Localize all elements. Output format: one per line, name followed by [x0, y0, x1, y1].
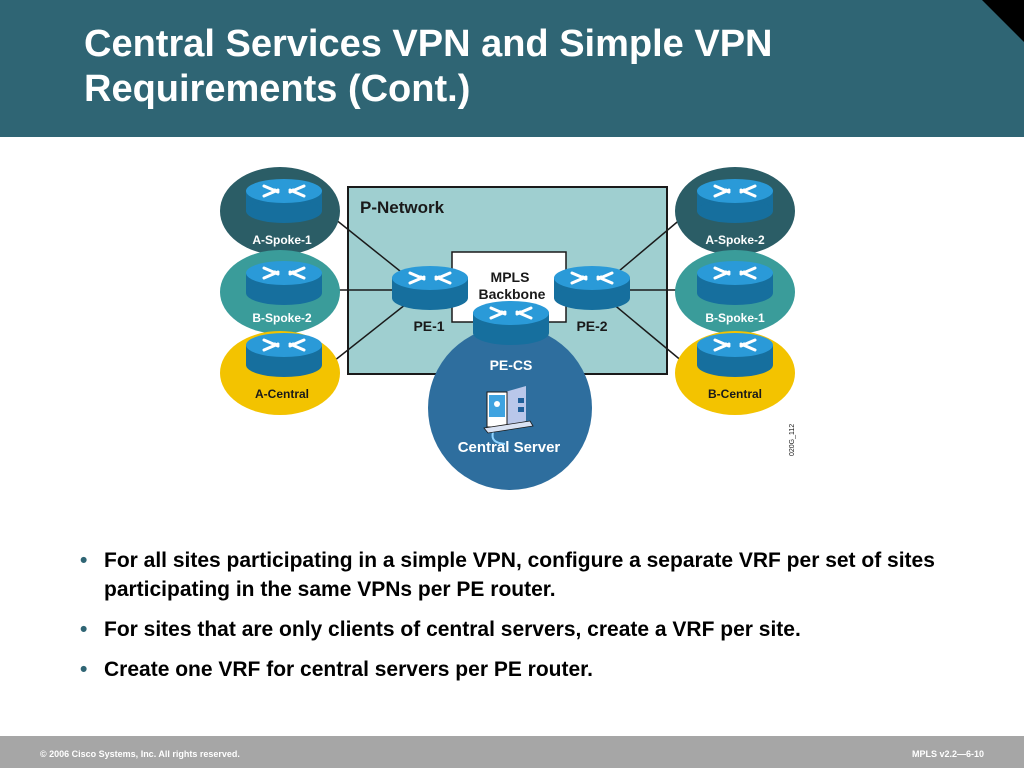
bullet-icon: •	[80, 549, 88, 572]
slide-title-line-1: Central Services VPN and Simple VPN	[84, 23, 773, 65]
figure-id: 020G_112	[789, 424, 796, 456]
title-bar: Central Services VPN and Simple VPN Requ…	[0, 0, 1024, 137]
backbone-label-line-2: Backbone	[479, 286, 546, 302]
router-icon	[244, 259, 324, 307]
p-network-label: P-Network	[360, 198, 445, 217]
pe1-label: PE-1	[413, 318, 444, 334]
label-b-spoke-1: B-Spoke-1	[705, 311, 765, 325]
router-icon	[695, 331, 775, 379]
pecs-label: PE-CS	[490, 357, 533, 373]
list-item: • Create one VRF for central servers per …	[80, 655, 990, 684]
corner-accent	[982, 0, 1024, 42]
bullet-icon: •	[80, 618, 88, 641]
backbone-label-line-1: MPLS	[491, 269, 530, 285]
footer-bar: © 2006 Cisco Systems, Inc. All rights re…	[0, 736, 1024, 768]
router-icon	[695, 259, 775, 307]
bullet-text: Create one VRF for central servers per P…	[104, 658, 594, 681]
pe1-router-icon	[390, 264, 470, 312]
label-b-central: B-Central	[708, 387, 762, 401]
server-icon	[483, 386, 534, 445]
course-code: MPLS v2.2—6-10	[911, 749, 984, 759]
list-item: • For all sites participating in a simple…	[80, 546, 990, 604]
central-server-label: Central Server	[458, 439, 561, 456]
bullet-text: For sites that are only clients of centr…	[104, 618, 801, 641]
bullet-icon: •	[80, 658, 88, 681]
pecs-router-icon	[471, 299, 551, 347]
label-a-spoke-2: A-Spoke-2	[705, 233, 765, 247]
slide-title: Central Services VPN and Simple VPN Requ…	[84, 22, 984, 112]
bullet-list: • For all sites participating in a simple…	[80, 546, 990, 695]
router-icon	[695, 177, 775, 225]
copyright-text: © 2006 Cisco Systems, Inc. All rights re…	[40, 749, 240, 759]
slide-title-line-2: Requirements (Cont.)	[84, 68, 471, 110]
router-icon	[244, 177, 324, 225]
label-a-central: A-Central	[255, 387, 309, 401]
pe2-label: PE-2	[576, 318, 607, 334]
label-b-spoke-2: B-Spoke-2	[252, 311, 312, 325]
bullet-text: For all sites participating in a simple …	[104, 549, 935, 601]
list-item: • For sites that are only clients of cent…	[80, 615, 990, 644]
pe2-router-icon	[552, 264, 632, 312]
router-icon	[244, 331, 324, 379]
label-a-spoke-1: A-Spoke-1	[252, 233, 312, 247]
